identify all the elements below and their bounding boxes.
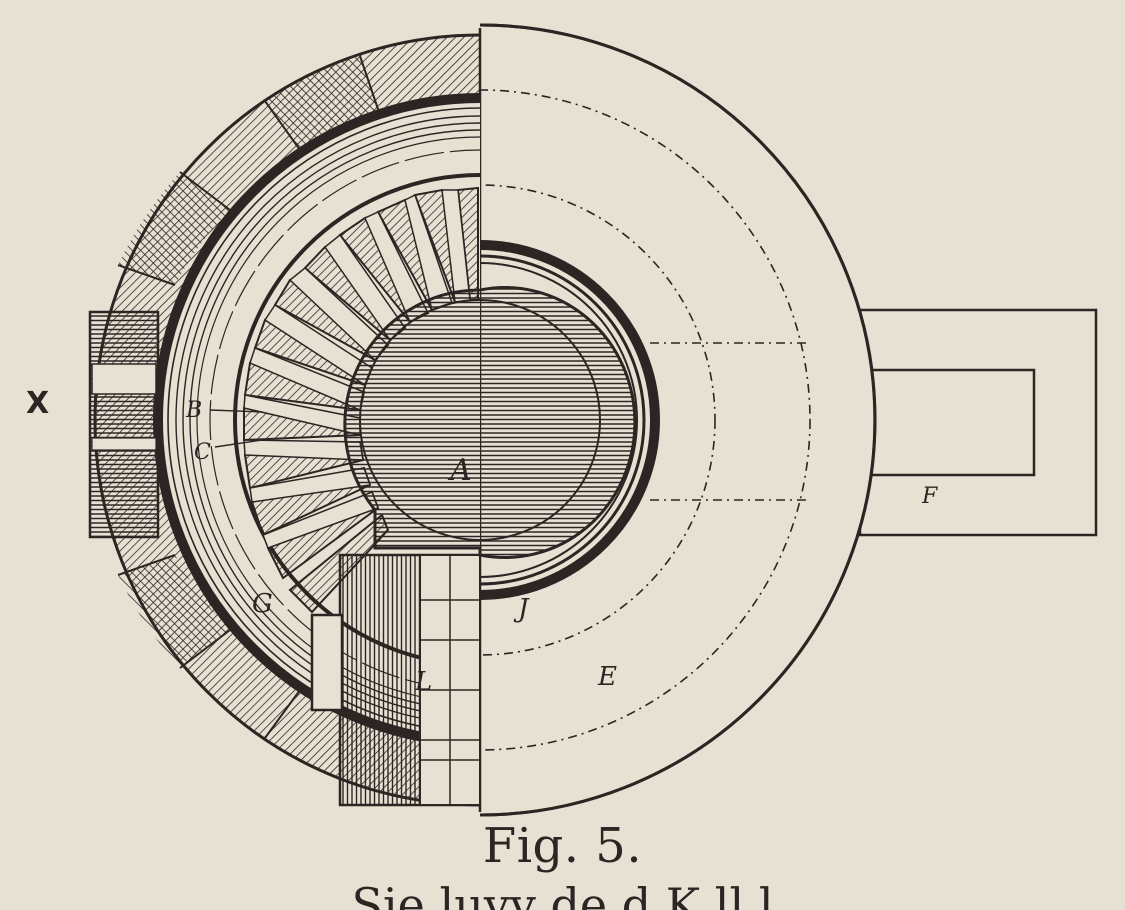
label-a: A xyxy=(447,453,472,488)
label-g: G xyxy=(252,589,273,619)
label-e: E xyxy=(597,662,617,692)
central-core-a xyxy=(343,286,637,559)
door-opening-x xyxy=(88,310,160,539)
cut-off-text-line: Sie luvv de d K ll l xyxy=(351,878,774,910)
label-x: X xyxy=(26,386,49,421)
label-j: J xyxy=(513,594,530,624)
label-l: L xyxy=(414,667,432,697)
outer-ring-left-half xyxy=(88,33,480,807)
figure-caption: Fig. 5. xyxy=(482,818,643,874)
label-b: B xyxy=(185,398,202,423)
passage-l xyxy=(310,553,480,807)
label-c: C xyxy=(194,440,211,465)
annex-box xyxy=(858,308,1098,537)
label-f: F xyxy=(921,484,938,509)
